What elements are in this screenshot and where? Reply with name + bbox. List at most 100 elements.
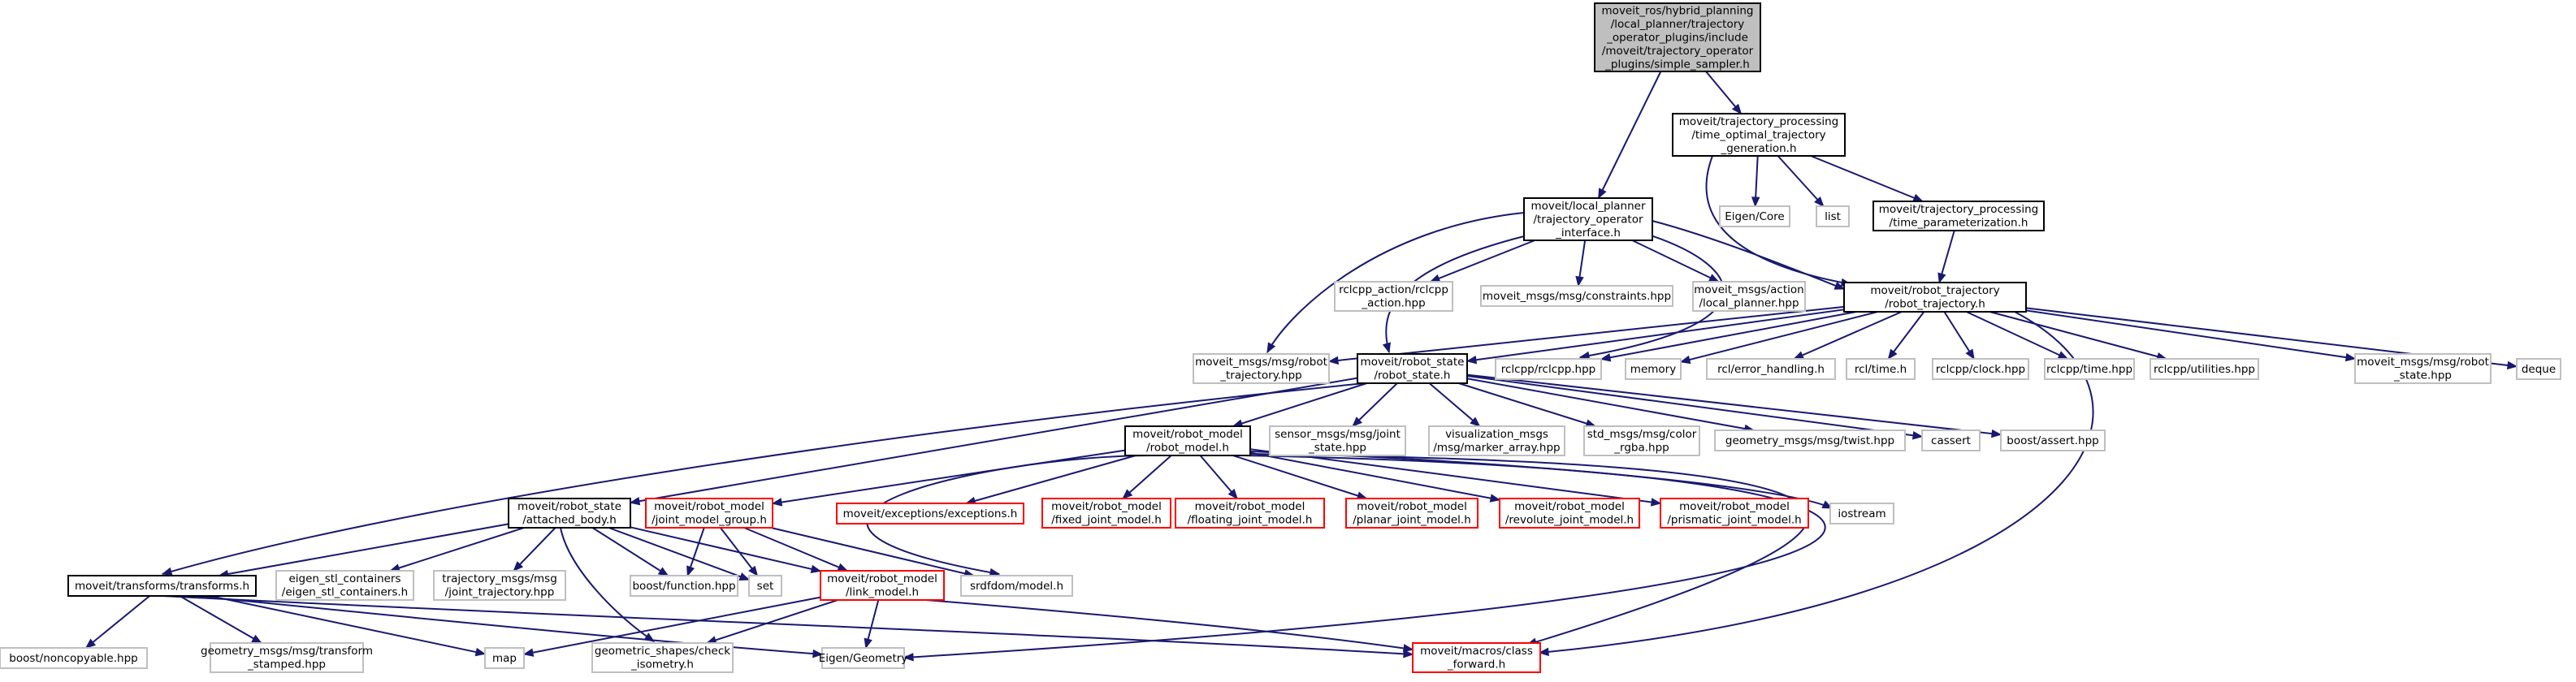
node-transform_stamped[interactable]: geometry_msgs/msg/transform_stamped.hpp: [201, 642, 373, 673]
node-box: [820, 570, 945, 601]
node-box: [1523, 197, 1653, 241]
node-label-line: list: [1825, 210, 1841, 223]
node-memory[interactable]: memory: [1625, 358, 1682, 380]
node-rcl_time[interactable]: rcl/time.h: [1846, 358, 1916, 380]
node-map[interactable]: map: [484, 647, 525, 669]
node-iostream[interactable]: iostream: [1829, 503, 1894, 524]
node-box: [1921, 429, 1981, 451]
node-box: [1269, 425, 1406, 456]
node-box: [1625, 358, 1682, 380]
node-label-line: moveit_msgs/msg/robot: [1195, 356, 1327, 369]
edge-transforms-to-map: [210, 595, 487, 657]
node-label-line: moveit/robot_model: [1679, 500, 1790, 513]
node-label-line: map: [492, 652, 517, 665]
node-srdf[interactable]: srdfdom/model.h: [960, 575, 1073, 597]
edge-link_model-to-eigen_geometry: [864, 599, 880, 650]
edge-robot_state-to-marker_array: [1428, 382, 1481, 427]
edge-toi-to-constraints: [1575, 240, 1587, 287]
node-marker_array[interactable]: visualization_msgs/msg/marker_array.hpp: [1428, 425, 1565, 456]
node-box: [1495, 358, 1602, 380]
node-fixed_joint[interactable]: moveit/robot_model/fixed_joint_model.h: [1041, 498, 1171, 529]
node-rclcpp_action[interactable]: rclcpp_action/rclcpp_action.hpp: [1334, 281, 1453, 312]
node-label-line: moveit/robot_model: [827, 572, 937, 585]
node-set[interactable]: set: [748, 575, 782, 597]
edge-robot_traj-to-rclcpp_clock: [1943, 311, 1975, 360]
node-eigen_geometry[interactable]: Eigen/Geometry: [819, 647, 908, 669]
node-label-line: sensor_msgs/msg/joint: [1275, 428, 1401, 441]
node-label-line: trajectory_msgs/msg: [442, 572, 557, 585]
node-tparam[interactable]: moveit/trajectory_processing/time_parame…: [1872, 201, 2045, 231]
node-toi[interactable]: moveit/local_planner/trajectory_operator…: [1523, 197, 1653, 241]
node-transforms[interactable]: moveit/transforms/transforms.h: [67, 575, 257, 597]
node-joint_state[interactable]: sensor_msgs/msg/joint_state.hpp: [1269, 425, 1406, 456]
node-prismatic_joint[interactable]: moveit/robot_model/prismatic_joint_model…: [1660, 498, 1809, 529]
node-joint_traj[interactable]: trajectory_msgs/msg/joint_trajectory.hpp: [433, 570, 566, 601]
node-robot_state[interactable]: moveit/robot_state/robot_state.h: [1357, 353, 1468, 384]
node-eigen_stl[interactable]: eigen_stl_containers/eigen_stl_container…: [275, 570, 414, 601]
node-rclcpp_util[interactable]: rclcpp/utilities.hpp: [2150, 358, 2259, 380]
node-constraints[interactable]: moveit_msgs/msg/constraints.hpp: [1480, 285, 1673, 307]
node-deque[interactable]: deque: [2516, 358, 2561, 380]
node-rclcpp_clock[interactable]: rclcpp/clock.hpp: [1932, 358, 2029, 380]
node-box: [1846, 358, 1916, 380]
node-label-line: moveit/local_planner: [1530, 200, 1646, 213]
node-box: [433, 570, 566, 601]
edge-robot_state-to-cassert: [1466, 375, 1924, 440]
edge-transforms-to-noncopyable: [84, 595, 150, 649]
edge-robot_traj-to-rclcpp_util: [1989, 311, 2167, 361]
node-label-line: memory: [1630, 363, 1676, 376]
node-box: [1829, 503, 1894, 524]
node-label-line: boost/noncopyable.hpp: [9, 652, 137, 665]
node-label-line: rclcpp/clock.hpp: [1936, 363, 2025, 376]
node-class_forward[interactable]: moveit/macros/class_forward.h: [1412, 642, 1541, 673]
node-planar_joint[interactable]: moveit/robot_model/planar_joint_model.h: [1345, 498, 1478, 529]
node-label-line: _generation.h: [1720, 142, 1796, 155]
node-color_rgba[interactable]: std_msgs/msg/color_rgba.hpp: [1583, 425, 1700, 456]
node-box: [1932, 358, 2029, 380]
node-msg_robot_state[interactable]: moveit_msgs/msg/robot_state.hpp: [2354, 353, 2492, 384]
edge-toi-to-rclcpp_action: [1429, 240, 1535, 283]
node-box: [1872, 201, 2045, 231]
node-label-line: moveit/robot_trajectory: [1870, 284, 1999, 297]
node-msg_robot_traj[interactable]: moveit_msgs/msg/robot_trajectory.hpp: [1193, 353, 1330, 384]
node-cassert[interactable]: cassert: [1921, 429, 1981, 451]
node-label-line: set: [757, 580, 774, 593]
node-box: [2516, 358, 2561, 380]
node-exceptions[interactable]: moveit/exceptions/exceptions.h: [836, 503, 1024, 524]
node-robot_model[interactable]: moveit/robot_model/robot_model.h: [1124, 425, 1251, 456]
node-label-line: /floating_joint_model.h: [1188, 514, 1313, 527]
node-rcl_err[interactable]: rcl/error_handling.h: [1706, 358, 1836, 380]
node-check_isometry[interactable]: geometric_shapes/check_isometry.h: [591, 642, 734, 673]
node-label-line: moveit/macros/class: [1420, 645, 1533, 658]
node-list[interactable]: list: [1816, 205, 1850, 227]
node-local_planner_action[interactable]: moveit_msgs/action/local_planner.hpp: [1692, 281, 1806, 312]
node-rclcpp_time[interactable]: rclcpp/time.hpp: [2044, 358, 2135, 380]
node-label-line: rclcpp/rclcpp.hpp: [1501, 363, 1596, 376]
node-label-line: moveit/robot_model: [654, 500, 764, 513]
node-boost_function[interactable]: boost/function.hpp: [630, 575, 738, 597]
node-twist[interactable]: geometry_msgs/msg/twist.hpp: [1714, 429, 1906, 451]
node-box: [821, 647, 905, 669]
node-box: [1124, 425, 1251, 456]
node-box: [2044, 358, 2135, 380]
node-box: [1706, 358, 1836, 380]
node-eigen_core[interactable]: Eigen/Core: [1719, 205, 1790, 227]
edge-robot_traj-to-memory: [1679, 311, 1878, 365]
node-rclcpp[interactable]: rclcpp/rclcpp.hpp: [1495, 358, 1602, 380]
node-noncopyable[interactable]: boost/noncopyable.hpp: [0, 647, 148, 669]
node-box: [1719, 205, 1790, 227]
graph-nodes: moveit_ros/hybrid_planning/local_planner…: [0, 2, 2561, 673]
node-revolute_joint[interactable]: moveit/robot_model/revolute_joint_model.…: [1499, 498, 1640, 529]
node-totg[interactable]: moveit/trajectory_processing/time_optima…: [1672, 113, 1846, 157]
node-box: [484, 647, 525, 669]
node-jmg[interactable]: moveit/robot_model/joint_model_group.h: [645, 498, 773, 529]
node-boost_assert[interactable]: boost/assert.hpp: [2000, 429, 2106, 451]
node-label-line: _stamped.hpp: [247, 658, 326, 671]
edge-root-to-toi: [1597, 71, 1662, 200]
node-attached_body[interactable]: moveit/robot_state/attached_body.h: [508, 498, 631, 529]
node-robot_traj[interactable]: moveit/robot_trajectory/robot_trajectory…: [1843, 282, 2027, 313]
node-label-line: /robot_trajectory.h: [1885, 298, 1985, 311]
node-box: [630, 575, 738, 597]
node-link_model[interactable]: moveit/robot_model/link_model.h: [820, 570, 945, 601]
node-floating_joint[interactable]: moveit/robot_model/floating_joint_model.…: [1175, 498, 1325, 529]
